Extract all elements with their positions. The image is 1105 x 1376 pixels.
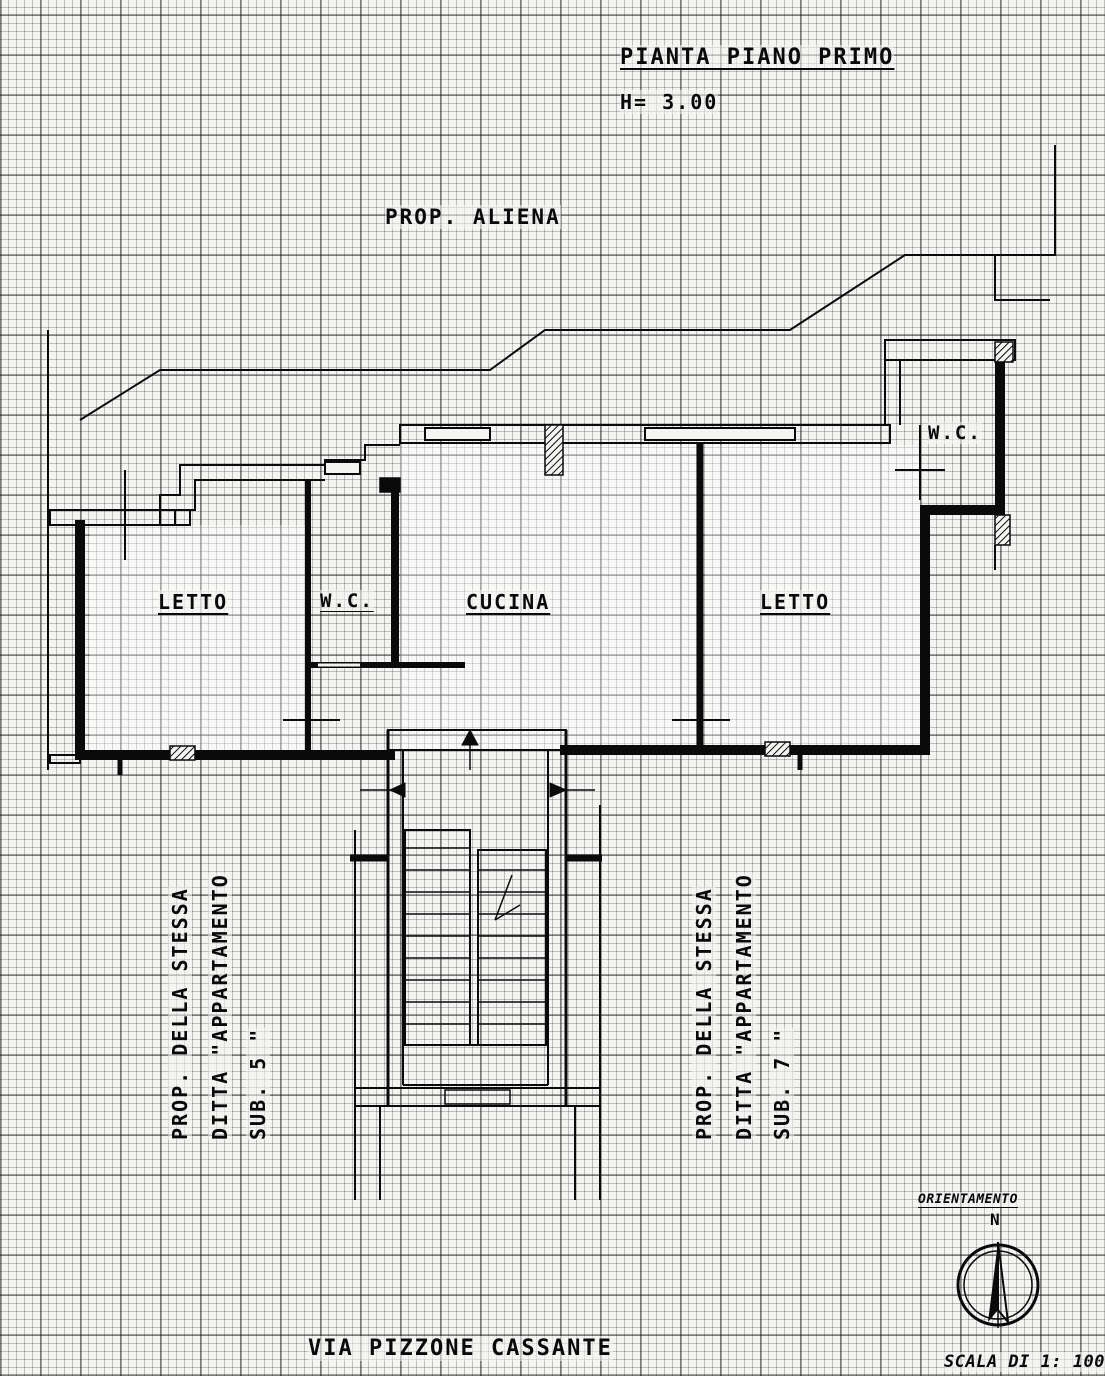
orientation-label: ORIENTAMENTO <box>918 1192 1018 1207</box>
neighbor-east-line-1: PROP. DELLA STESSA <box>692 887 716 1140</box>
drawing-title: PIANTA PIANO PRIMO <box>620 45 895 70</box>
neighbor-west-line-3: SUB. 5 " <box>246 1027 270 1140</box>
north-letter: N <box>990 1210 1000 1229</box>
compass-icon <box>956 1241 1040 1328</box>
room-label-wc-west: W.C. <box>320 590 374 612</box>
neighbor-west-line-1: PROP. DELLA STESSA <box>168 887 192 1140</box>
exterior-walls <box>75 360 1005 760</box>
boundary-vertical <box>994 255 1050 301</box>
north-compass: N <box>948 1210 1058 1335</box>
neighbor-north-label: PROP. ALIENA <box>385 205 561 229</box>
scale-label: SCALA DI 1: 100 <box>944 1352 1105 1372</box>
street-name: VIA PIZZONE CASSANTE <box>308 1336 613 1361</box>
thin-walls <box>49 339 1016 764</box>
room-label-wc-east: W.C. <box>928 422 982 444</box>
stair-arrows <box>360 728 595 921</box>
ceiling-height: H= 3.00 <box>620 90 719 114</box>
room-label-letto-east: LETTO <box>760 590 831 614</box>
room-label-letto-west: LETTO <box>158 590 229 614</box>
property-boundary-line <box>79 145 1056 421</box>
neighbor-east-line-3: SUB. 7 " <box>770 1027 794 1140</box>
reference-crosshairs <box>117 445 996 775</box>
stair-treads <box>405 847 546 1025</box>
neighbor-east-line-2: DITTA "APPARTAMENTO <box>732 873 756 1140</box>
room-label-cucina: CUCINA <box>466 590 551 614</box>
stairwell <box>350 729 602 1200</box>
neighbor-west-line-2: DITTA "APPARTAMENTO <box>208 873 232 1140</box>
hatched-columns <box>169 341 1014 761</box>
